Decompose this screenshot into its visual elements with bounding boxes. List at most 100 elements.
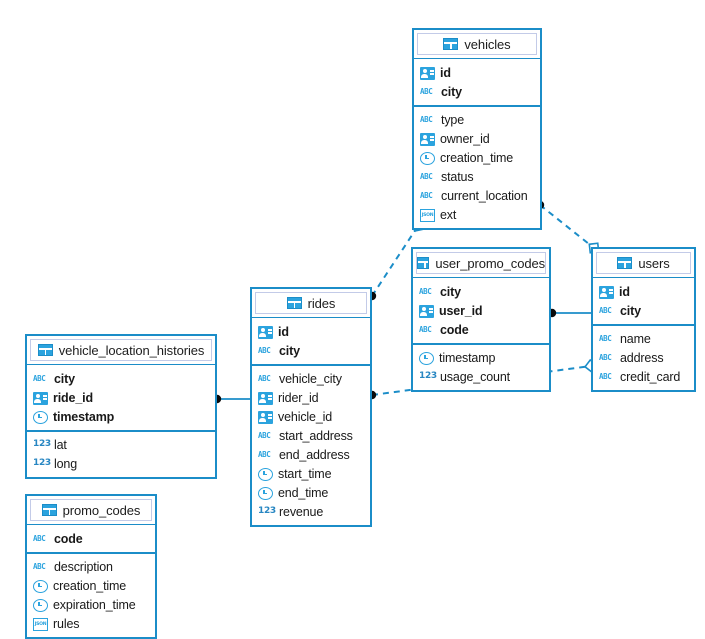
- field-name: city: [279, 343, 300, 358]
- primary-key-icon: [599, 285, 614, 299]
- entity-header-vehicles: vehicles: [417, 33, 537, 55]
- field-row[interactable]: ride_id: [27, 388, 215, 407]
- field-row[interactable]: owner_id: [414, 129, 540, 148]
- field-name: credit_card: [620, 369, 681, 384]
- field-row[interactable]: id: [414, 63, 540, 82]
- entity-name: rides: [307, 295, 336, 311]
- entity-header-users: users: [596, 252, 691, 274]
- string-type-icon: ABC: [599, 353, 612, 362]
- table-icon: [443, 38, 459, 50]
- string-type-icon: ABC: [33, 562, 46, 571]
- primary-key-icon: [258, 410, 273, 424]
- primary-key-icon: [258, 325, 273, 339]
- primary-key-icon: [420, 66, 435, 80]
- timestamp-type-icon: [258, 486, 273, 500]
- timestamp-type-icon: [419, 351, 434, 365]
- number-type-icon: 123: [33, 458, 51, 468]
- field-name: vehicle_id: [278, 409, 333, 424]
- field-row[interactable]: expiration_time: [27, 595, 155, 614]
- field-name: ride_id: [53, 390, 93, 405]
- string-type-icon: ABC: [33, 374, 46, 383]
- primary-key-icon: [33, 391, 48, 405]
- string-type-icon: ABC: [599, 334, 612, 343]
- field-name: expiration_time: [53, 597, 136, 612]
- timestamp-type-icon: [420, 151, 435, 165]
- field-row[interactable]: rider_id: [252, 388, 370, 407]
- field-name: city: [440, 284, 461, 299]
- string-type-icon: ABC: [420, 172, 433, 181]
- field-name: address: [620, 350, 664, 365]
- field-name: id: [440, 65, 451, 80]
- field-name: current_location: [441, 188, 528, 203]
- field-row[interactable]: user_id: [413, 301, 549, 320]
- timestamp-type-icon: [33, 579, 48, 593]
- entity-name: user_promo_codes: [435, 255, 545, 271]
- field-row[interactable]: ABC status: [414, 167, 540, 186]
- primary-key-icon: [258, 391, 273, 405]
- string-type-icon: ABC: [258, 374, 271, 383]
- timestamp-type-icon: [33, 598, 48, 612]
- field-row[interactable]: timestamp: [413, 348, 549, 367]
- field-name: city: [441, 84, 462, 99]
- field-name: timestamp: [53, 409, 115, 424]
- json-type-icon: JSON: [420, 208, 435, 222]
- field-name: code: [54, 531, 83, 546]
- string-type-icon: ABC: [258, 450, 271, 459]
- table-icon: [37, 344, 53, 356]
- field-name: start_time: [278, 466, 332, 481]
- field-row[interactable]: creation_time: [414, 148, 540, 167]
- primary-key-icon: [419, 304, 434, 318]
- number-type-icon: 123: [33, 439, 51, 449]
- field-row[interactable]: vehicle_id: [252, 407, 370, 426]
- field-row[interactable]: timestamp: [27, 407, 215, 426]
- field-name: long: [54, 456, 78, 471]
- field-row[interactable]: ABC address: [593, 348, 694, 367]
- entity-name: users: [638, 255, 670, 271]
- number-type-icon: 123: [258, 506, 276, 516]
- field-name: lat: [54, 437, 67, 452]
- table-icon: [286, 297, 302, 309]
- field-row[interactable]: id: [593, 282, 694, 301]
- field-row[interactable]: end_time: [252, 483, 370, 502]
- field-name: status: [441, 169, 474, 184]
- entity-name: vehicle_location_histories: [58, 342, 205, 358]
- field-row[interactable]: ABC current_location: [414, 186, 540, 205]
- rel-vehicles-users: [535, 200, 600, 254]
- field-row[interactable]: id: [252, 322, 370, 341]
- string-type-icon: ABC: [420, 191, 433, 200]
- field-row[interactable]: creation_time: [27, 576, 155, 595]
- field-row[interactable]: start_time: [252, 464, 370, 483]
